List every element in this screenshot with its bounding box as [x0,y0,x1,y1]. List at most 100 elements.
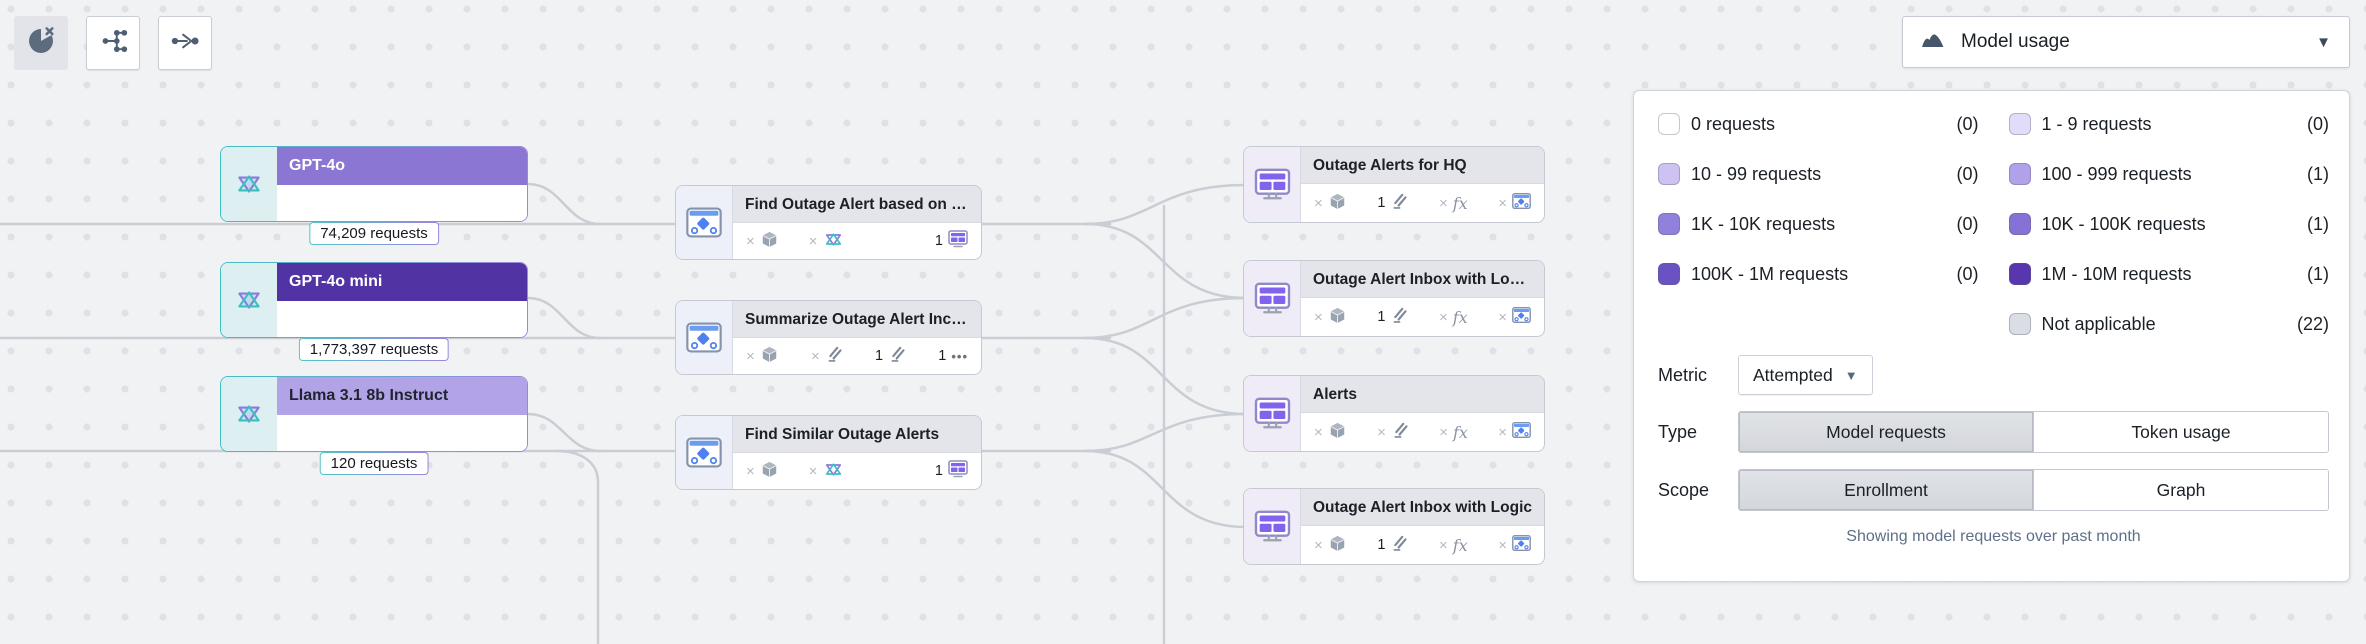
legend-item: 100K - 1M requests (0) [1658,263,1979,285]
metric-value: Attempted [1753,364,1833,385]
function-node[interactable]: Find Outage Alert based on de... × × 1 [675,185,982,260]
pipeline-icon [1512,307,1531,327]
node-stats: × × × fx × [1301,413,1544,451]
model-node-title: GPT-4o mini [277,263,527,301]
function-node[interactable]: Summarize Outage Alert Incid... × × 1 1 … [675,300,982,375]
legend-item: 0 requests (0) [1658,113,1979,135]
metric-label: Metric [1658,364,1707,385]
legend-label: 0 requests [1691,113,1776,134]
node-stats: × × 1 [733,223,981,259]
view-mode-select[interactable]: Model usage ▼ [1902,16,2350,68]
legend-label: 1M - 10M requests [2041,263,2192,284]
pipeline-icon [1512,422,1531,442]
function-node[interactable]: Find Similar Outage Alerts × × 1 [675,415,982,490]
legend-count: (0) [1956,213,1979,234]
legend-item: 100 - 999 requests (1) [2008,163,2329,185]
request-count-badge: 120 requests [320,452,429,475]
legend-item: 1 - 9 requests (0) [2008,113,2329,135]
more-icon: ••• [951,348,968,364]
legend: 0 requests (0) 1 - 9 requests (0) 10 - 9… [1658,113,2329,335]
legend-label: 1K - 10K requests [1691,213,1836,234]
legend-item: 1M - 10M requests (1) [2008,263,2329,285]
node-stats: × × 1 [733,453,981,489]
app-node[interactable]: Outage Alert Inbox with Logic × 1 × fx × [1243,488,1545,565]
legend-count: (22) [2296,313,2329,334]
node-title: Find Outage Alert based on de... [733,186,981,223]
app-node[interactable]: Alerts × × × fx × [1243,375,1545,452]
scope-option-enrollment[interactable]: Enrollment [1739,470,2033,510]
legend-count: (0) [2307,113,2329,134]
merge-flow-icon [168,24,202,63]
type-label: Type [1658,421,1698,442]
legend-count: (1) [2307,263,2329,284]
cube-icon [760,460,779,483]
area-chart-icon [1921,31,1947,54]
app-node[interactable]: Outage Alerts for HQ × 1 × fx × [1243,146,1545,223]
legend-swatch [1658,163,1680,185]
model-node-gpt-4o-mini[interactable]: GPT-4o mini 1,773,397 requests [220,262,528,358]
pipeline-icon [676,416,733,489]
model-node-title: Llama 3.1 8b Instruct [277,377,527,415]
scope-segmented-control: Enrollment Graph [1738,469,2329,511]
legend-footer-note: Showing model requests over past month [1846,528,2141,545]
pipeline-icon [676,186,733,259]
cube-icon [760,230,779,253]
chart-overlay-toggle-button[interactable] [14,16,68,70]
model-node-llama-3-1-8b[interactable]: Llama 3.1 8b Instruct 120 requests [220,376,528,472]
logic-icon [1390,192,1408,214]
legend-count: (0) [1956,163,1979,184]
logic-icon [888,345,906,367]
node-title: Find Similar Outage Alerts [733,416,981,453]
legend-item: Not applicable (22) [2008,313,2329,335]
model-icon [221,147,277,221]
canvas-toolbar [14,16,212,70]
scope-label: Scope [1658,479,1710,500]
chevron-down-icon: ▼ [2316,33,2331,51]
scope-option-graph[interactable]: Graph [2033,470,2328,510]
graph-layout-button[interactable] [86,16,140,70]
legend-swatch [1658,113,1680,135]
cube-icon [1328,192,1347,215]
model-node-gpt-4o[interactable]: GPT-4o 74,209 requests [220,146,528,242]
request-count-badge: 1,773,397 requests [299,338,449,361]
cube-icon [1328,534,1347,557]
app-node[interactable]: Outage Alert Inbox with Logic ... × 1 × … [1243,260,1545,337]
model-node-body [277,415,527,451]
node-title: Outage Alert Inbox with Logic ... [1301,261,1544,298]
model-node-title: GPT-4o [277,147,527,185]
logic-icon [1391,421,1409,443]
legend-swatch [2008,163,2031,185]
legend-count: (1) [2307,213,2329,234]
model-icon [823,459,844,484]
node-stats: × 1 × fx × [1301,184,1544,222]
graph-layout-icon [96,24,130,63]
monitor-icon [1244,147,1301,222]
pipeline-icon [676,301,733,374]
type-option-token-usage[interactable]: Token usage [2033,412,2328,452]
fx-icon: fx [1452,535,1468,555]
chevron-down-icon: ▼ [1844,367,1858,383]
legend-count: (0) [1956,263,1979,284]
node-stats: × 1 × fx × [1301,298,1544,336]
model-usage-legend-panel: 0 requests (0) 1 - 9 requests (0) 10 - 9… [1633,90,2350,582]
legend-item: 1K - 10K requests (0) [1658,213,1979,235]
model-node-body [277,185,527,221]
type-segmented-control: Model requests Token usage [1738,411,2329,453]
monitor-icon [948,460,968,482]
type-option-model-requests[interactable]: Model requests [1739,412,2033,452]
merge-flow-button[interactable] [158,16,212,70]
node-title: Alerts [1301,376,1544,413]
view-mode-label: Model usage [1961,31,2070,52]
node-title: Outage Alert Inbox with Logic [1301,489,1544,526]
logic-icon [1390,306,1408,328]
cube-icon [1328,421,1347,444]
metric-select[interactable]: Attempted ▼ [1738,355,1873,395]
fx-icon: fx [1452,307,1468,327]
legend-label: Not applicable [2041,313,2156,334]
legend-label: 10K - 100K requests [2041,213,2206,234]
legend-label: 100 - 999 requests [2041,163,2192,184]
model-icon [221,377,277,451]
node-stats: × 1 × fx × [1301,526,1544,564]
legend-swatch [2008,213,2031,235]
cube-icon [1328,306,1347,329]
